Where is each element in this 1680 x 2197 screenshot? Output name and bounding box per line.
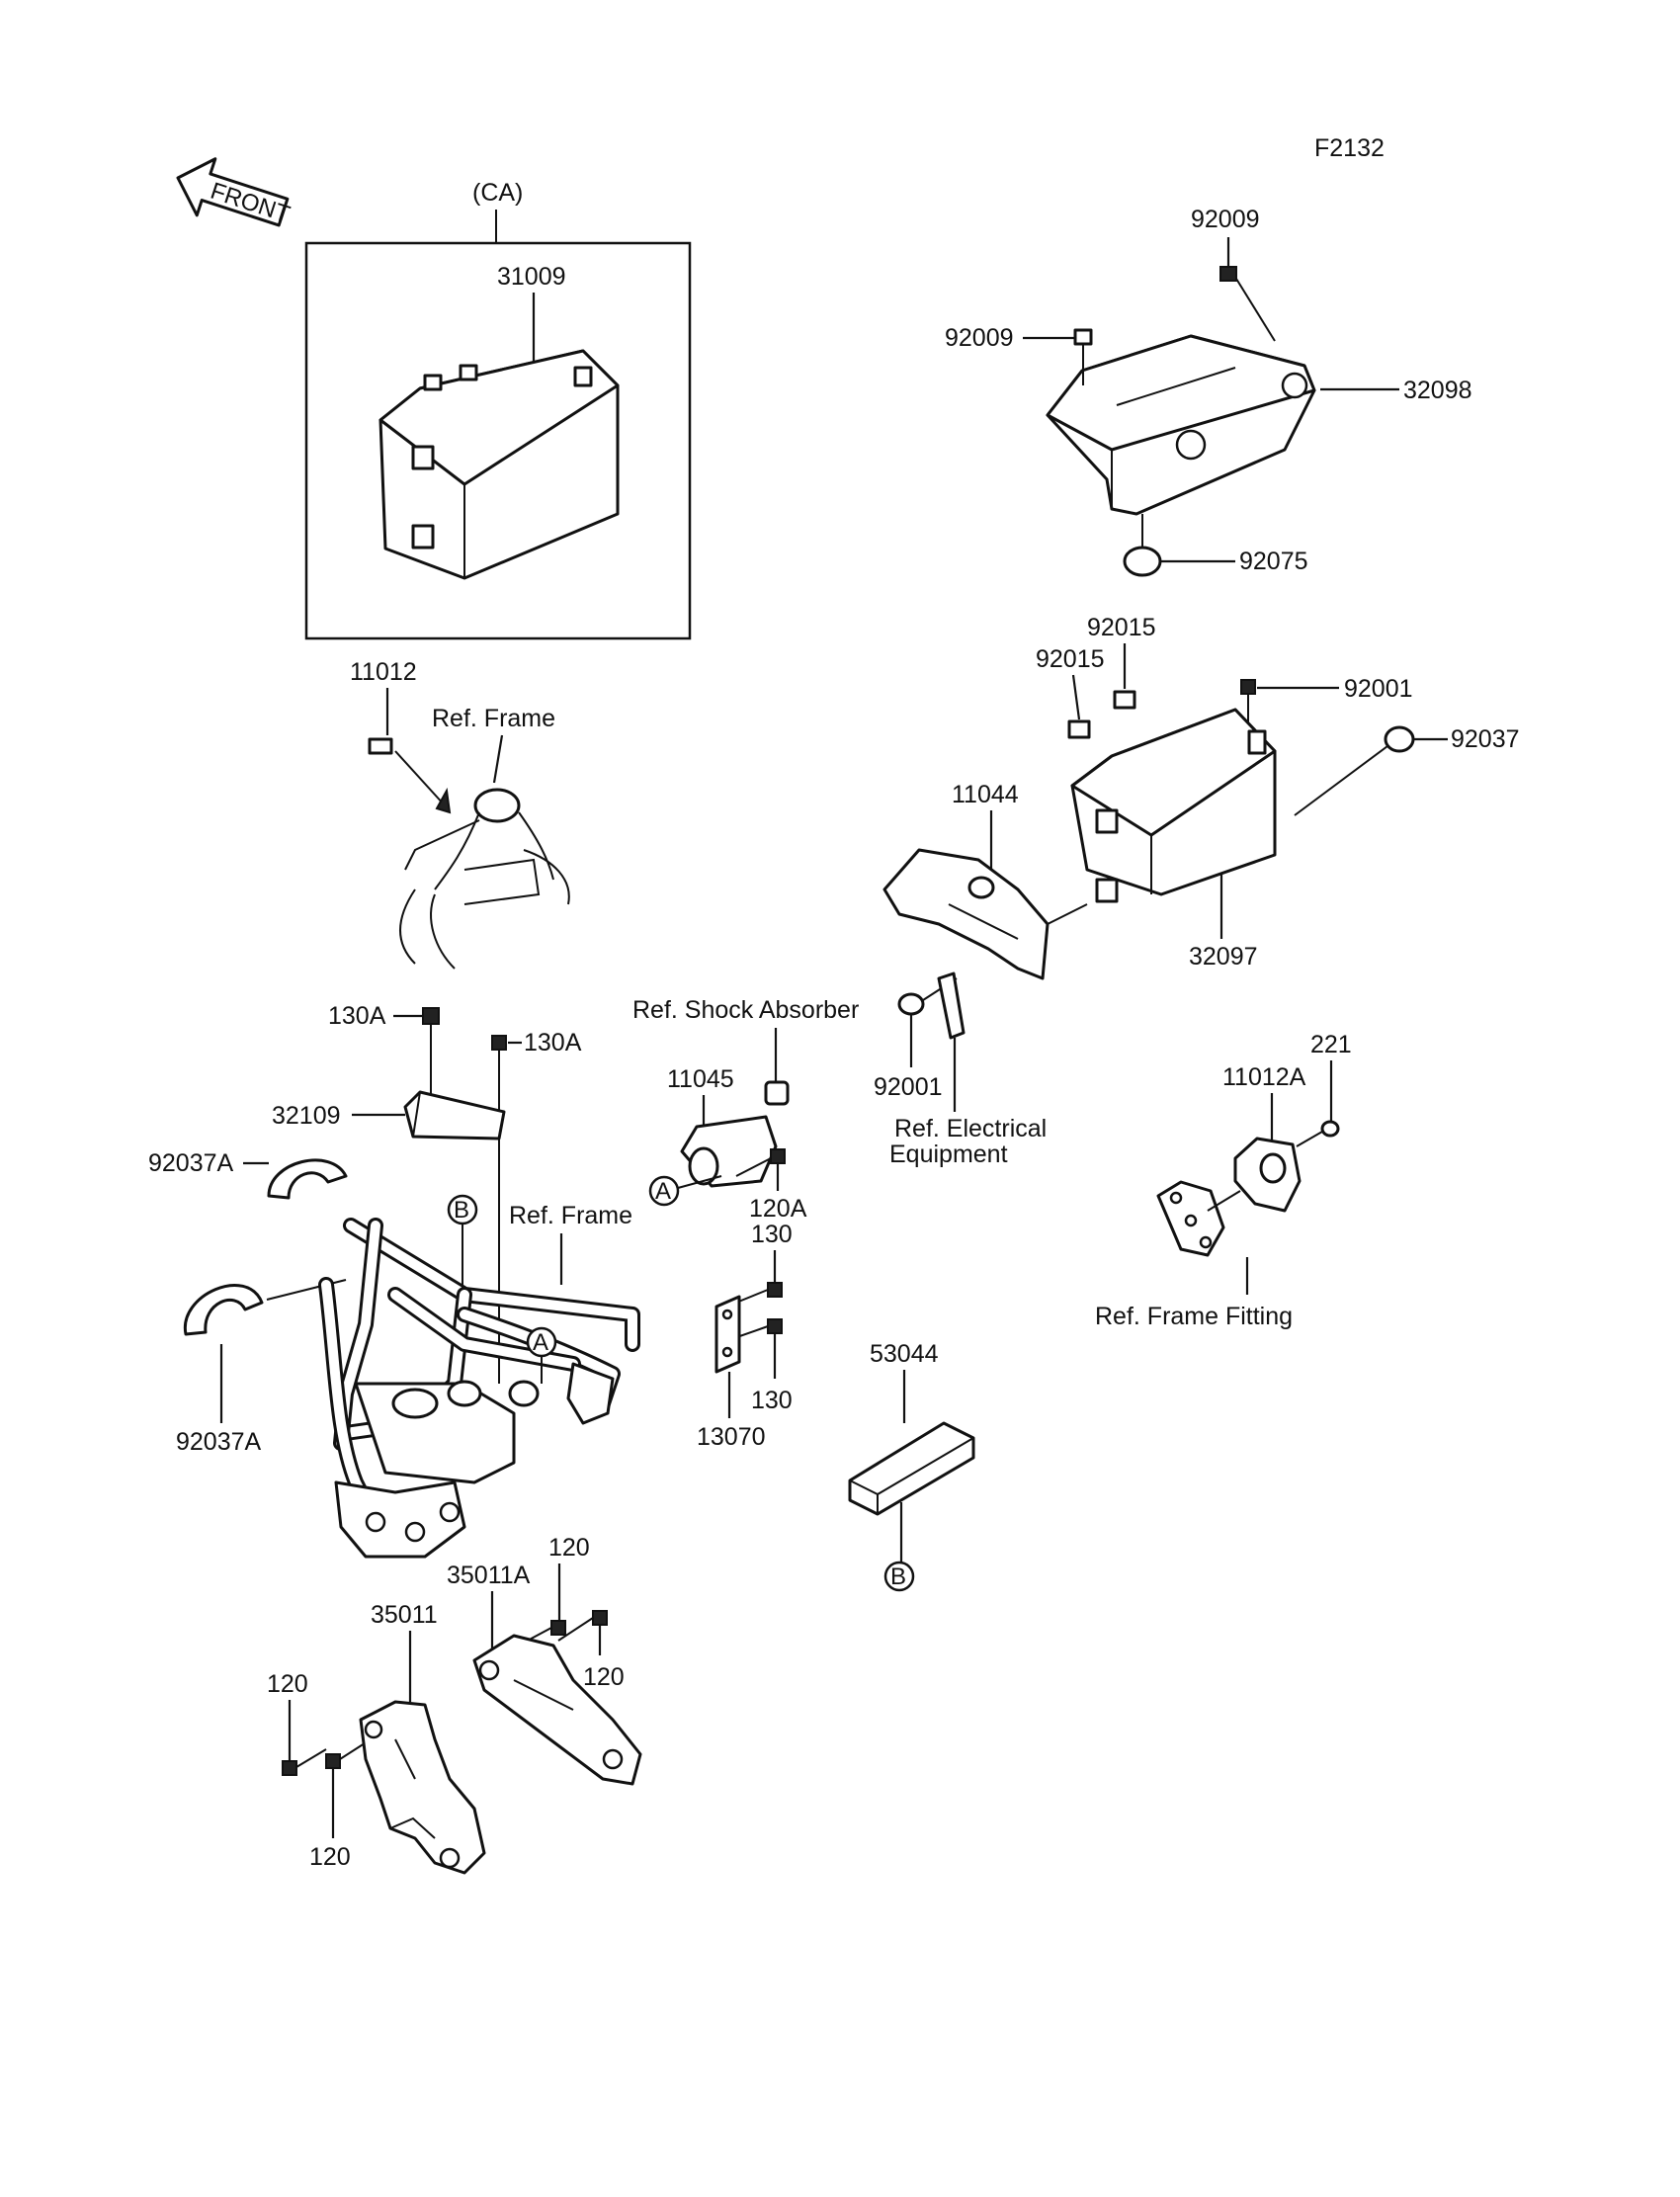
label-221: 221 [1310, 1031, 1352, 1058]
ref-shock-absorber-label: Ref. Shock Absorber [632, 996, 859, 1024]
ref-frame-label-2: Ref. Frame [509, 1202, 632, 1229]
label-130a-left: 130A [328, 1002, 386, 1030]
footrest-bracket-35011a [472, 1634, 642, 1786]
label-11012a: 11012A [1222, 1063, 1306, 1091]
label-92009-left: 92009 [945, 324, 1014, 352]
label-31009: 31009 [497, 263, 566, 291]
bolt-120-d [325, 1740, 369, 1769]
frame-fitting-plate [1156, 1180, 1241, 1257]
label-120-bottom: 120 [309, 1843, 351, 1871]
marker-a-bracket: A [648, 1175, 680, 1207]
bolt-120-c [282, 1748, 327, 1776]
pad-11012 [368, 737, 393, 755]
label-11045: 11045 [667, 1065, 734, 1093]
ca-label: (CA) [472, 179, 523, 207]
label-32097: 32097 [1189, 943, 1258, 971]
label-32109: 32109 [272, 1102, 341, 1130]
svg-text:B: B [890, 1563, 906, 1590]
clip-92015-left [1067, 719, 1091, 739]
footrest-bracket-35011 [359, 1700, 486, 1875]
label-120a: 120A [749, 1195, 807, 1223]
bolt-120-b [557, 1610, 608, 1642]
bracket-13070 [714, 1295, 741, 1374]
marker-b-frame: B [447, 1194, 478, 1225]
label-53044: 53044 [870, 1340, 939, 1368]
label-13070: 13070 [697, 1423, 766, 1451]
bolt-221 [1296, 1120, 1340, 1147]
label-92009-top: 92009 [1191, 206, 1260, 233]
label-32098: 32098 [1403, 377, 1472, 404]
label-92037: 92037 [1451, 725, 1520, 753]
label-120-right: 120 [583, 1663, 625, 1691]
label-92001-top: 92001 [1344, 675, 1413, 703]
bolt-92009-left [1073, 328, 1093, 385]
svg-text:A: A [655, 1178, 671, 1205]
collar-11045 [764, 1080, 790, 1106]
label-35011: 35011 [371, 1601, 438, 1629]
label-11044: 11044 [952, 781, 1019, 808]
band-92037 [1294, 725, 1415, 816]
label-92015-left: 92015 [1036, 645, 1105, 673]
label-92001-lower: 92001 [874, 1073, 943, 1101]
label-92037a-top: 92037A [148, 1149, 234, 1177]
label-130-lower: 130 [751, 1387, 793, 1414]
label-130a-right: 130A [524, 1029, 582, 1056]
bracket-11045 [666, 1115, 778, 1192]
front-arrow-label: FRONT [208, 178, 294, 228]
tray-32098 [1046, 334, 1316, 516]
mount-11012a [1233, 1137, 1302, 1213]
rubber-92075 [1123, 514, 1162, 577]
ref-frame-fitting-label: Ref. Frame Fitting [1095, 1303, 1293, 1330]
svg-text:A: A [533, 1329, 548, 1356]
battery-case-32097 [1070, 708, 1277, 903]
label-130-top: 130 [751, 1221, 793, 1248]
cover-32109 [403, 1090, 506, 1141]
electrical-strip [937, 972, 966, 1040]
label-120-left: 120 [267, 1670, 308, 1698]
diagram-code: F2132 [1314, 134, 1385, 162]
label-11012: 11012 [350, 658, 417, 686]
frame-head-detail [399, 788, 570, 970]
ref-electrical-label-1: Ref. Electrical [894, 1115, 1047, 1142]
bolt-92009-top [1219, 266, 1276, 342]
label-120-top: 120 [548, 1534, 590, 1562]
label-92075: 92075 [1239, 548, 1308, 575]
ref-electrical-label-2: Equipment [889, 1141, 1008, 1168]
front-arrow-icon: FRONT [176, 157, 294, 228]
battery-case-31009 [378, 349, 620, 580]
main-frame [318, 1218, 640, 1559]
label-35011a: 35011A [447, 1562, 531, 1589]
label-92015-top: 92015 [1087, 614, 1156, 641]
ref-frame-label-1: Ref. Frame [432, 705, 555, 732]
clip-92015-right [1113, 690, 1136, 710]
band-92037a-top [267, 1158, 348, 1200]
bolt-130a-left [422, 1007, 440, 1097]
marker-a-frame: A [526, 1326, 557, 1358]
svg-text:B: B [454, 1197, 469, 1224]
ca-variant-box [304, 241, 692, 640]
strip-53044 [848, 1421, 975, 1516]
marker-b-strip: B [883, 1561, 915, 1592]
bracket-11044 [882, 848, 1088, 980]
label-92037a-lower: 92037A [176, 1428, 262, 1456]
